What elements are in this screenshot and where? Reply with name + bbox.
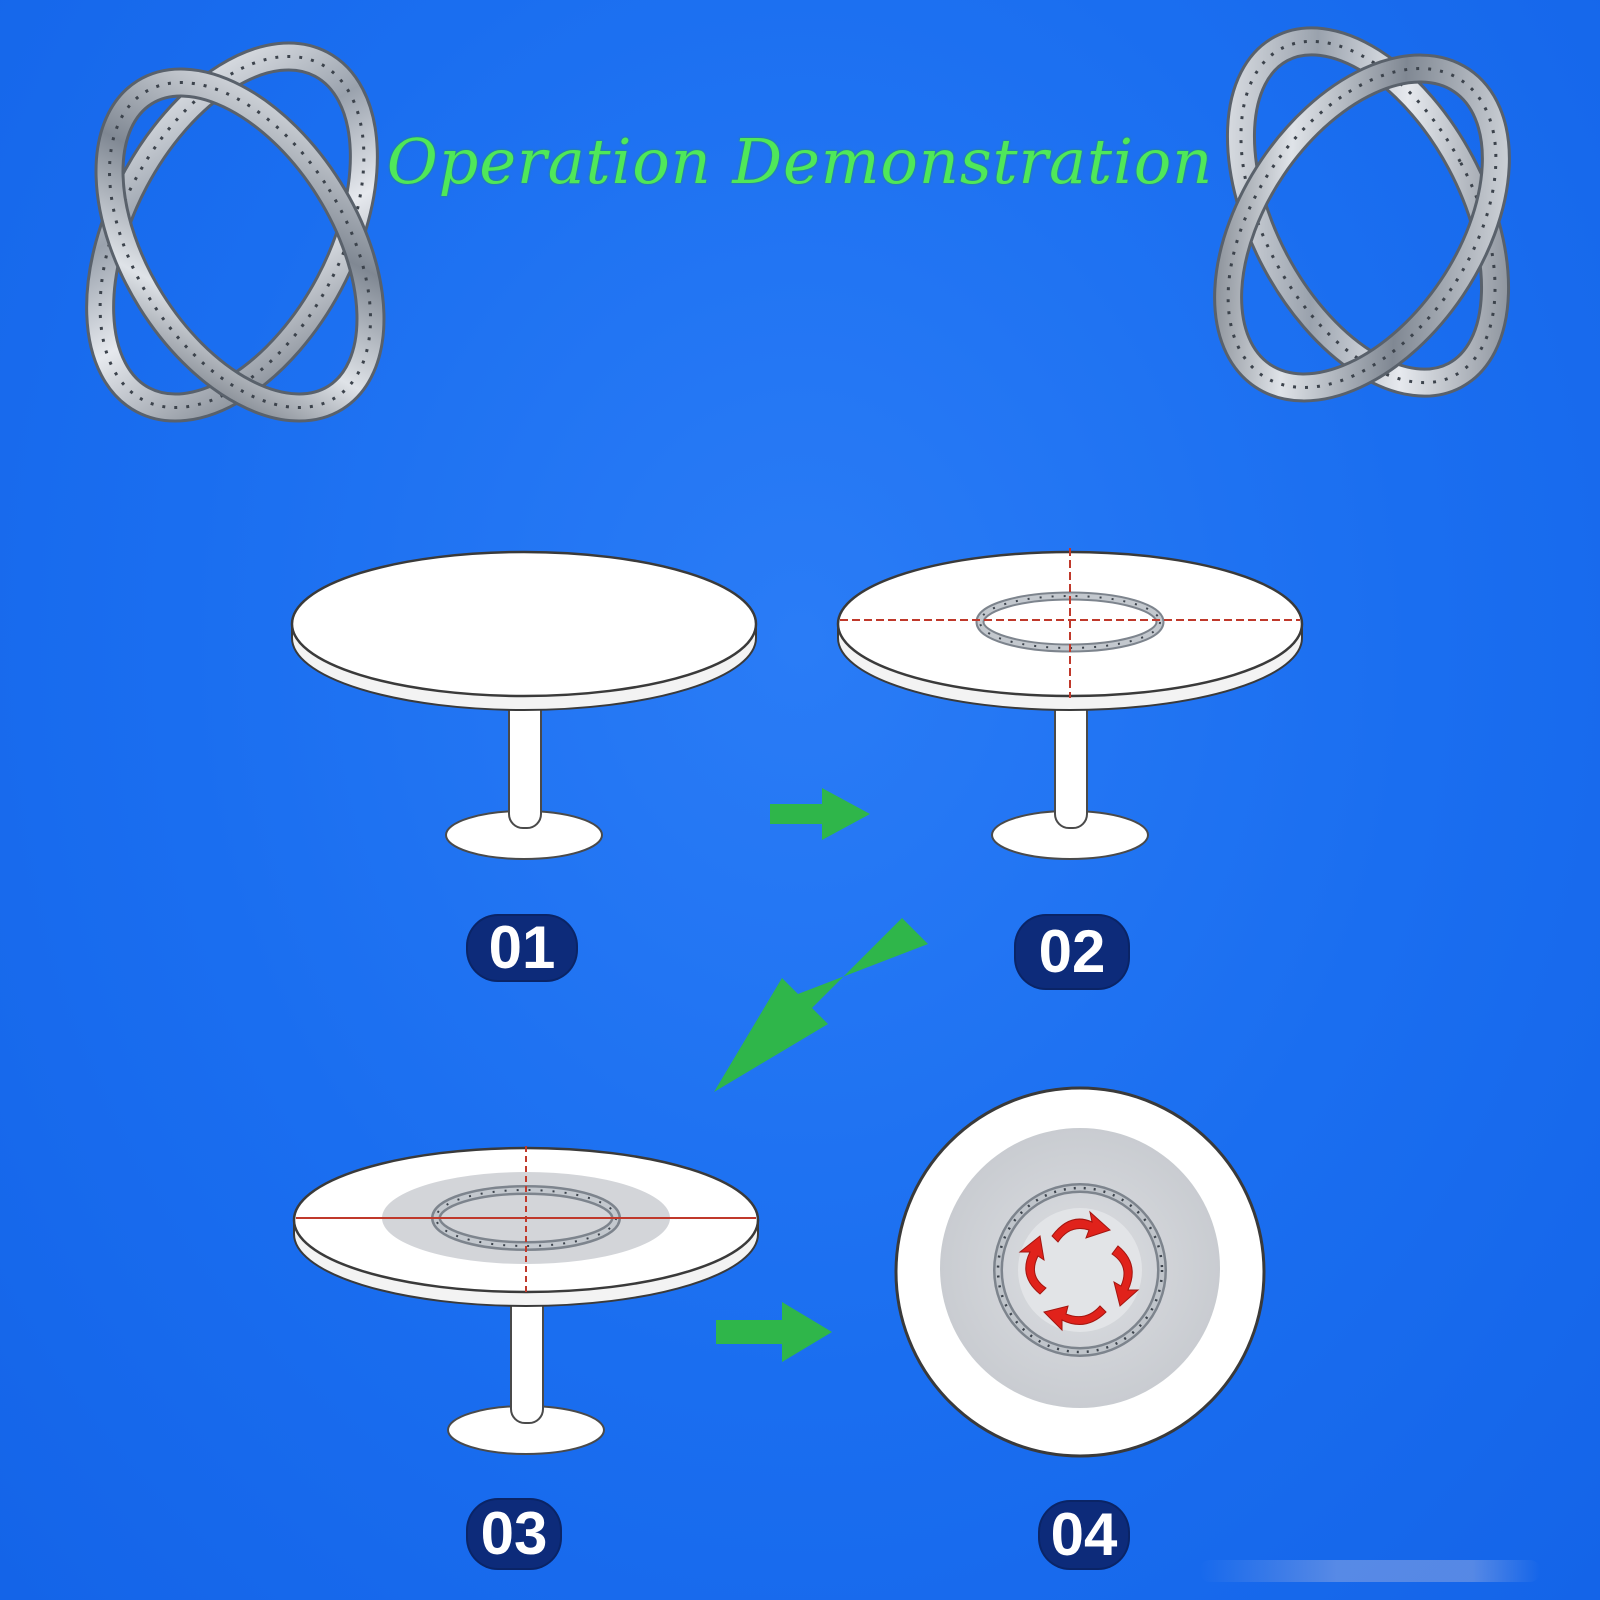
page-title: Operation Demonstration — [386, 125, 1214, 198]
step-01-table-icon — [290, 550, 758, 860]
watermark-strip — [1200, 1560, 1540, 1582]
arrow-step-1-to-2-icon — [770, 788, 870, 840]
arrow-step-3-to-4-icon — [716, 1302, 832, 1362]
step-number-badge-02: 02 — [1016, 916, 1128, 988]
arrow-step-2-to-3-icon — [714, 918, 928, 1092]
left-rings-logo-icon — [85, 41, 386, 423]
rotation-arrows-icon — [1018, 1210, 1140, 1332]
step-number-badge-01: 01 — [468, 916, 576, 980]
step-04-turntable-top-icon — [894, 1086, 1266, 1458]
step-number-badge-04: 04 — [1040, 1502, 1128, 1568]
step-02-table-icon — [836, 548, 1304, 860]
step-03-table-icon — [292, 1146, 760, 1455]
step-number-badge-03: 03 — [468, 1500, 560, 1568]
right-rings-logo-icon — [1213, 26, 1511, 403]
